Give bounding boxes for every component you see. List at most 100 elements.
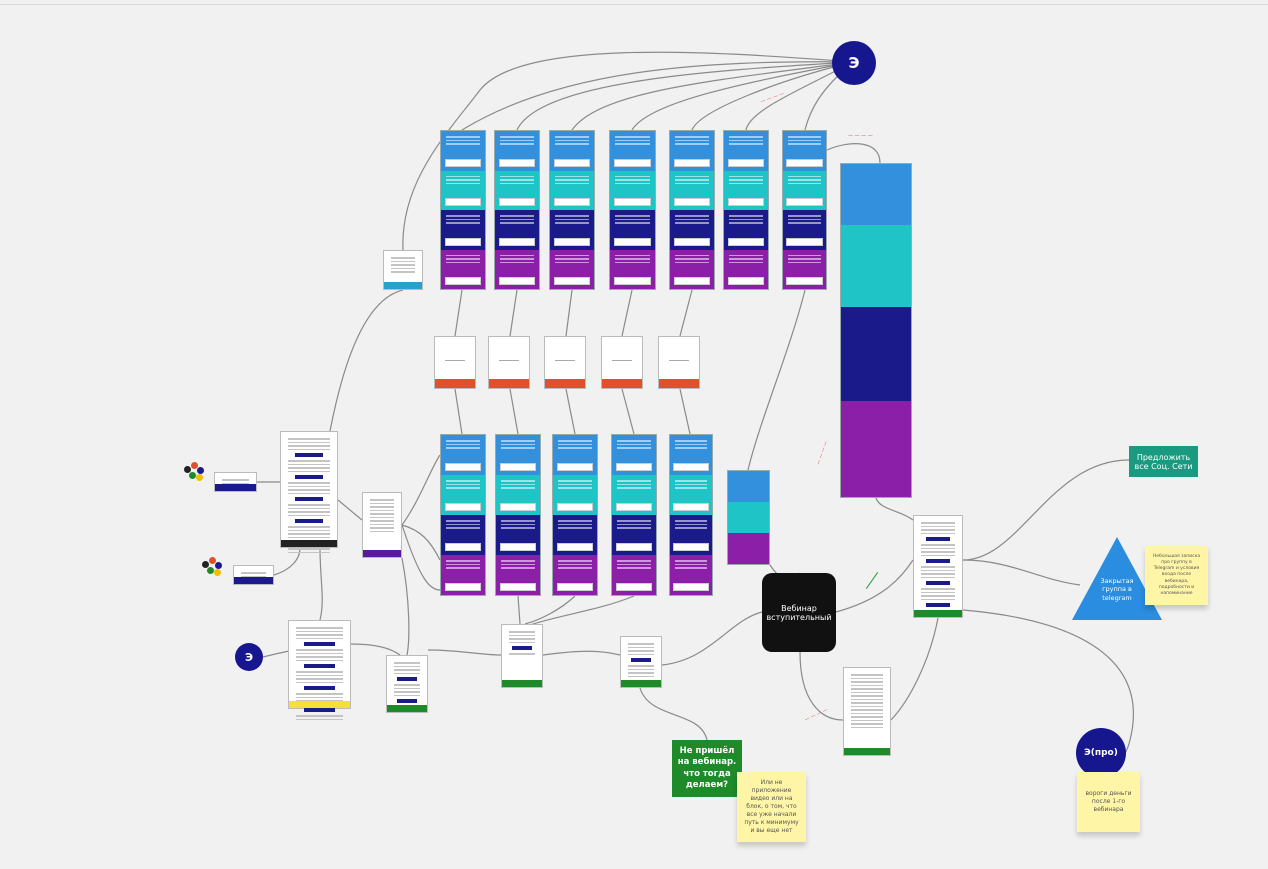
card-section xyxy=(496,435,540,475)
page-mockup[interactable] xyxy=(383,250,423,290)
funnel-card[interactable] xyxy=(494,130,540,290)
card-button[interactable] xyxy=(673,503,709,511)
card-button[interactable] xyxy=(498,277,536,285)
card-button[interactable] xyxy=(727,158,765,167)
card-button[interactable] xyxy=(556,503,594,511)
card-button[interactable] xyxy=(553,158,591,167)
pro-circle-node[interactable]: Э(про) xyxy=(1076,728,1126,778)
funnel-card[interactable] xyxy=(552,434,598,596)
funnel-card[interactable] xyxy=(669,434,713,596)
small-card[interactable] xyxy=(727,470,770,565)
card-button[interactable] xyxy=(786,198,823,206)
card-button[interactable] xyxy=(673,198,711,206)
card-button[interactable] xyxy=(786,158,823,167)
card-button[interactable] xyxy=(553,198,591,206)
missed-webinar-node[interactable]: Не пришёл на вебинар. что тогда делаем? xyxy=(672,740,742,797)
card-button[interactable] xyxy=(444,198,482,206)
card-button[interactable] xyxy=(673,583,709,591)
page-mockup[interactable] xyxy=(280,431,338,553)
sticky-note-telegram[interactable]: Небольшая записка про группу в Telegram … xyxy=(1145,546,1208,605)
page-mockup[interactable] xyxy=(620,636,662,688)
offer-social-node[interactable]: Предложить все Соц. Сети xyxy=(1129,446,1198,477)
card-button[interactable] xyxy=(444,503,482,511)
card-button[interactable] xyxy=(613,198,652,206)
card-button[interactable] xyxy=(613,237,652,246)
card-button[interactable] xyxy=(727,237,765,246)
text-line xyxy=(391,260,415,262)
text-line xyxy=(851,723,883,725)
card-button[interactable] xyxy=(499,543,537,551)
card-button[interactable] xyxy=(613,277,652,285)
card-button[interactable] xyxy=(444,237,482,246)
page-mockup[interactable] xyxy=(362,492,402,558)
text-line xyxy=(921,566,955,568)
sticky-note-missed[interactable]: Или не приложение видео или на блок, о т… xyxy=(737,772,806,842)
text-line xyxy=(628,665,654,667)
card-button[interactable] xyxy=(615,463,653,471)
right-tall-card[interactable] xyxy=(840,163,912,498)
card-button[interactable] xyxy=(498,198,536,206)
card-button[interactable] xyxy=(727,198,765,206)
card-button[interactable] xyxy=(727,277,765,285)
telegram-triangle-node[interactable] xyxy=(1072,537,1162,620)
page-mockup[interactable] xyxy=(214,472,257,492)
card-button[interactable] xyxy=(786,237,823,246)
mockup-button xyxy=(303,686,336,690)
funnel-card[interactable] xyxy=(611,434,657,596)
left-circle-node[interactable]: Э xyxy=(235,643,263,671)
sticky-note-pro[interactable]: вороги деньги после 1-го вебинара xyxy=(1077,772,1140,832)
card-button[interactable] xyxy=(556,543,594,551)
card-button[interactable] xyxy=(673,277,711,285)
page-mockup[interactable] xyxy=(843,667,891,756)
funnel-card[interactable] xyxy=(495,434,541,596)
card-button[interactable] xyxy=(553,277,591,285)
top-circle-node[interactable]: Э xyxy=(832,41,876,85)
tag-text-line xyxy=(612,359,632,362)
card-button[interactable] xyxy=(673,463,709,471)
card-button[interactable] xyxy=(673,158,711,167)
funnel-card[interactable] xyxy=(609,130,656,290)
card-button[interactable] xyxy=(615,543,653,551)
card-button[interactable] xyxy=(615,503,653,511)
card-button[interactable] xyxy=(499,583,537,591)
funnel-card[interactable] xyxy=(723,130,769,290)
card-button[interactable] xyxy=(498,158,536,167)
card-button[interactable] xyxy=(556,463,594,471)
card-button[interactable] xyxy=(553,237,591,246)
color-dots-cluster xyxy=(184,462,206,482)
page-mockup[interactable] xyxy=(501,624,543,688)
card-button[interactable] xyxy=(444,583,482,591)
card-button[interactable] xyxy=(499,503,537,511)
card-button[interactable] xyxy=(444,277,482,285)
page-mockup[interactable] xyxy=(233,565,274,585)
tag-card[interactable] xyxy=(544,336,586,389)
card-button[interactable] xyxy=(556,583,594,591)
page-mockup[interactable] xyxy=(913,515,963,618)
card-button[interactable] xyxy=(444,543,482,551)
card-section xyxy=(612,475,656,515)
card-button[interactable] xyxy=(786,277,823,285)
card-button[interactable] xyxy=(498,237,536,246)
card-button[interactable] xyxy=(673,543,709,551)
tag-card[interactable] xyxy=(434,336,476,389)
tag-card[interactable] xyxy=(601,336,643,389)
funnel-card[interactable] xyxy=(440,434,486,596)
page-mockup[interactable] xyxy=(386,655,428,713)
card-section xyxy=(670,249,714,289)
text-line xyxy=(851,688,883,690)
tag-card[interactable] xyxy=(658,336,700,389)
card-button[interactable] xyxy=(444,463,482,471)
funnel-card[interactable] xyxy=(549,130,595,290)
page-mockup[interactable] xyxy=(288,620,351,720)
card-button[interactable] xyxy=(499,463,537,471)
card-button[interactable] xyxy=(613,158,652,167)
card-button[interactable] xyxy=(615,583,653,591)
text-line xyxy=(509,634,535,636)
webinar-node[interactable]: Вебинар вступительный xyxy=(762,573,836,652)
funnel-card[interactable] xyxy=(782,130,827,290)
card-button[interactable] xyxy=(444,158,482,167)
funnel-card[interactable] xyxy=(669,130,715,290)
card-button[interactable] xyxy=(673,237,711,246)
funnel-card[interactable] xyxy=(440,130,486,290)
tag-card[interactable] xyxy=(488,336,530,389)
